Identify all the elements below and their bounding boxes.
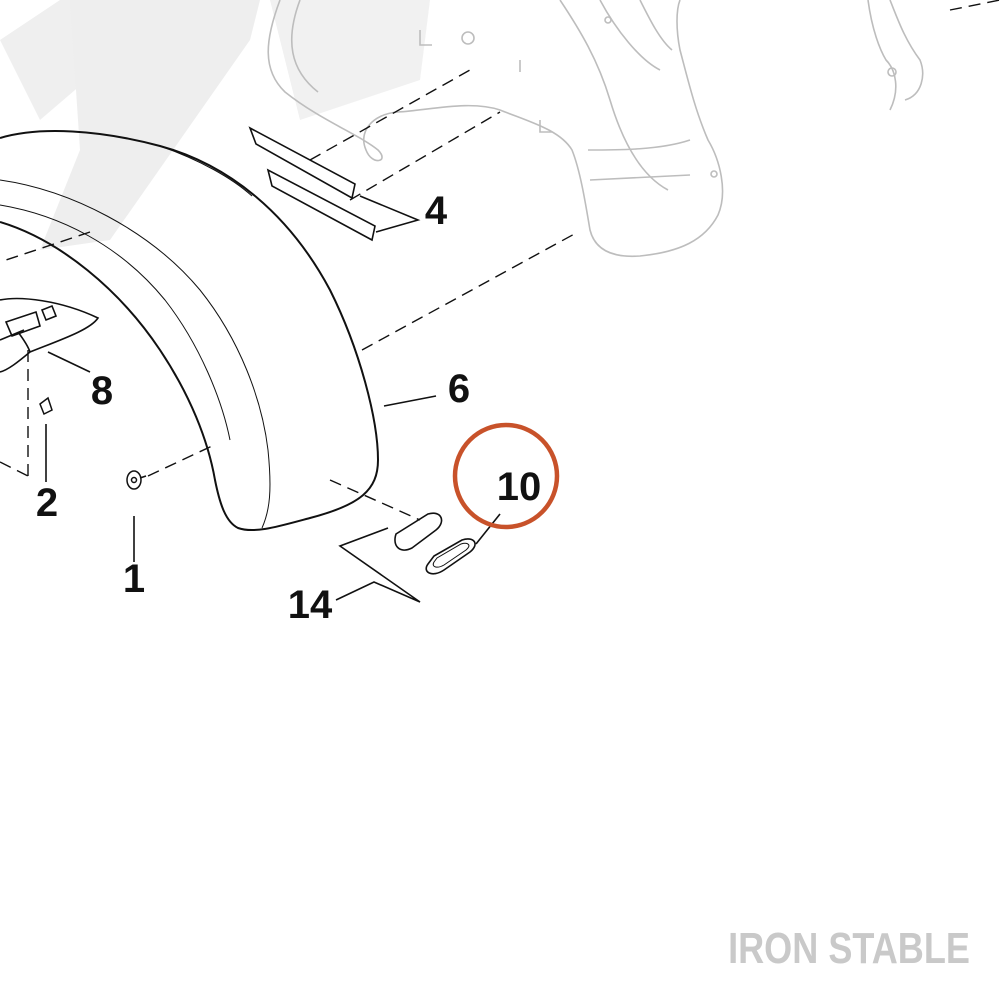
tail-bracket-part-8 [0,297,100,373]
leader-8 [47,351,91,373]
leader-10 [475,513,501,545]
leader-6 [383,395,437,407]
brand-watermark: IRON STABLE [728,924,970,973]
background-watermark-shapes [0,0,430,250]
rear-fender-part-6 [0,130,380,532]
ghost-frame-assembly [267,0,924,258]
callout-1: 1 [123,557,145,601]
callout-2: 2 [36,481,58,525]
leader-14 [335,527,421,603]
lens-part-14 [394,512,443,551]
strips-part-4 [248,126,376,242]
callout-6: 6 [448,367,470,411]
callout-10: 10 [497,465,542,509]
highlight-ring [452,422,560,530]
callout-8: 8 [91,369,113,413]
alignment-dashes [0,0,1000,521]
callout-14: 14 [288,583,333,627]
gasket-part-10 [425,538,476,575]
screw-part-1 [126,470,147,490]
callout-4: 4 [425,189,448,233]
clip-part-2 [39,396,53,416]
leader-lines [45,195,501,603]
leader-4 [359,195,421,233]
callout-labels: 1 2 4 6 8 10 14 [36,189,541,627]
